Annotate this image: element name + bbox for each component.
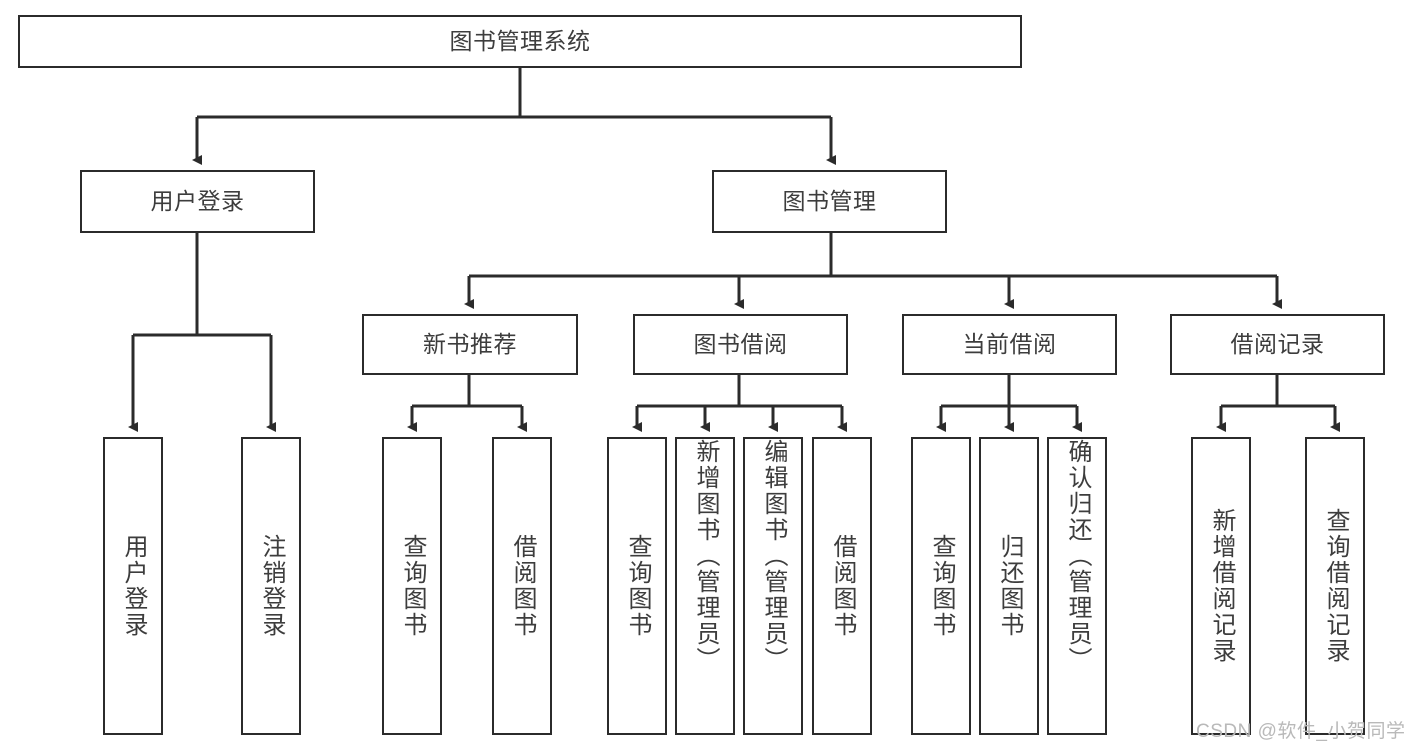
node-label: 图书管理系统 [449, 28, 591, 55]
node-label: 借阅图书 [829, 534, 856, 638]
node-current-borrow[interactable]: 当前借阅 [902, 314, 1117, 375]
node-leaf-user-login[interactable]: 用户登录 [103, 437, 163, 735]
node-label: 新书推荐 [423, 331, 517, 358]
node-label: 归还图书 [996, 534, 1023, 638]
node-label: 当前借阅 [962, 331, 1057, 358]
node-leaf-borrow-book[interactable]: 借阅图书 [812, 437, 872, 735]
node-leaf-logout[interactable]: 注销登录 [241, 437, 301, 735]
node-label: 图书管理 [782, 188, 877, 215]
csdn-watermark: CSDN @软件_小贺同学 [1196, 721, 1405, 742]
node-borrow-record[interactable]: 借阅记录 [1170, 314, 1385, 375]
node-leaf-confirm-return[interactable]: 确认归还（管理员） [1047, 437, 1107, 735]
node-label: 查询图书 [928, 534, 955, 638]
node-label: 新增借阅记录 [1208, 508, 1235, 664]
node-leaf-add-book[interactable]: 新增图书（管理员） [675, 437, 735, 735]
node-leaf-query-book-recommend[interactable]: 查询图书 [382, 437, 442, 735]
node-book-management[interactable]: 图书管理 [712, 170, 947, 233]
node-book-management-system[interactable]: 图书管理系统 [18, 15, 1022, 68]
node-label: 查询图书 [624, 534, 651, 638]
node-label: 借阅记录 [1230, 331, 1325, 358]
node-leaf-query-book-borrow[interactable]: 查询图书 [607, 437, 667, 735]
node-label: 用户登录 [150, 188, 245, 215]
node-leaf-borrow-book-recommend[interactable]: 借阅图书 [492, 437, 552, 735]
node-label: 编辑图书（管理员） [760, 439, 787, 673]
node-label: 查询借阅记录 [1322, 508, 1349, 664]
node-label: 注销登录 [258, 534, 285, 638]
node-book-borrow[interactable]: 图书借阅 [633, 314, 848, 375]
node-label: 新增图书（管理员） [692, 439, 719, 673]
node-leaf-return-book[interactable]: 归还图书 [979, 437, 1039, 735]
node-label: 图书借阅 [693, 331, 788, 358]
node-label: 查询图书 [399, 534, 426, 638]
node-user-login[interactable]: 用户登录 [80, 170, 315, 233]
node-label: 确认归还（管理员） [1064, 439, 1091, 673]
node-leaf-edit-book[interactable]: 编辑图书（管理员） [743, 437, 803, 735]
node-label: 用户登录 [120, 534, 147, 638]
node-leaf-add-borrow-record[interactable]: 新增借阅记录 [1191, 437, 1251, 735]
node-new-book-recommend[interactable]: 新书推荐 [362, 314, 578, 375]
node-label: 借阅图书 [509, 534, 536, 638]
node-leaf-query-borrow-record[interactable]: 查询借阅记录 [1305, 437, 1365, 735]
node-leaf-query-book-current[interactable]: 查询图书 [911, 437, 971, 735]
